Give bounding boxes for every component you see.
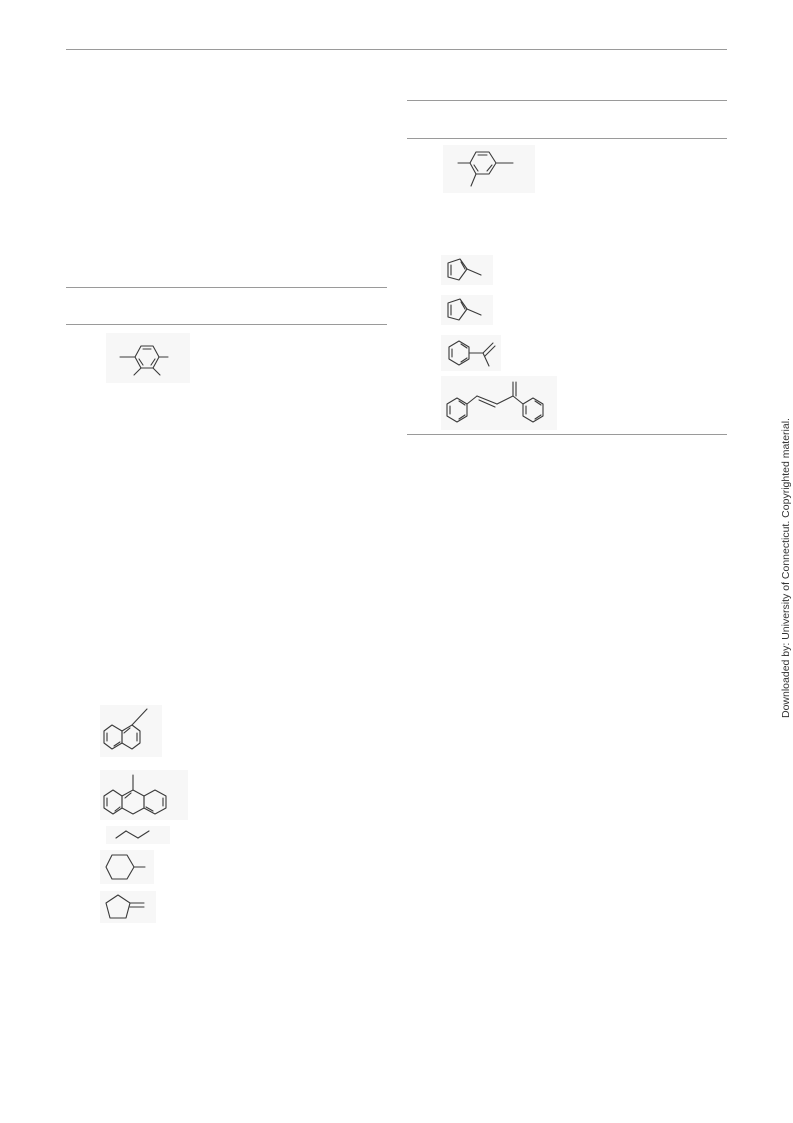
methylthiophene-structure	[441, 255, 493, 285]
trimethylbenzene-structure	[443, 145, 535, 193]
methylenecyclopentane-structure	[100, 891, 156, 923]
methylcyclohexane-structure	[100, 850, 154, 884]
diphenylbutadiene-structure	[441, 376, 557, 430]
methylfuran-structure	[441, 295, 493, 325]
download-watermark: Downloaded by: University of Connecticut…	[780, 418, 792, 718]
left-table-top-rule	[66, 287, 387, 288]
right-table-top-rule	[407, 100, 727, 101]
methylanthracene-structure	[100, 770, 188, 820]
left-table-header-rule	[66, 324, 387, 325]
right-table-header-rule	[407, 138, 727, 139]
right-table-bottom-rule	[407, 434, 727, 435]
page-header-rule	[66, 49, 727, 50]
methylnaphthalene-structure	[100, 705, 162, 757]
butene-structure	[106, 826, 170, 844]
tetramethylbenzene-structure	[106, 333, 190, 383]
methylstyrene-structure	[441, 335, 501, 371]
